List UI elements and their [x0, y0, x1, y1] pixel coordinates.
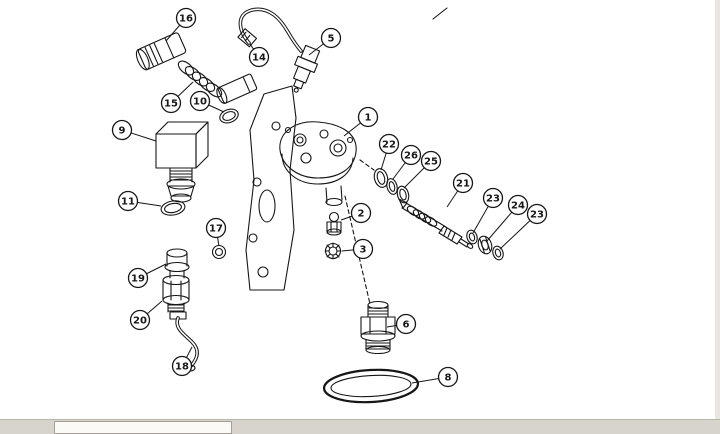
callout-22[interactable]: 22 — [378, 133, 400, 171]
parts-art — [135, 7, 504, 404]
washer-part-22 — [373, 168, 389, 188]
right-edge-strip — [715, 0, 720, 420]
callout-16[interactable]: 16 — [165, 7, 197, 42]
callout-11[interactable]: 11 — [117, 190, 162, 212]
svg-text:3: 3 — [360, 245, 367, 256]
corner-mark — [432, 7, 448, 20]
o-ring-part-26 — [386, 178, 398, 195]
sleeve-part-19 — [164, 248, 190, 279]
nut-part-24 — [477, 235, 493, 255]
svg-text:23: 23 — [486, 194, 500, 205]
callout-23[interactable]: 23 — [472, 187, 504, 234]
cable-part-14 — [237, 7, 303, 53]
svg-text:6: 6 — [403, 320, 410, 331]
svg-text:25: 25 — [424, 157, 438, 168]
callout-9[interactable]: 9 — [111, 119, 157, 142]
hex-fitting-part-20 — [162, 274, 190, 313]
svg-text:20: 20 — [133, 316, 147, 327]
callout-15[interactable]: 15 — [160, 81, 194, 114]
callout-18[interactable]: 18 — [171, 346, 193, 377]
svg-text:15: 15 — [164, 99, 178, 110]
o-ring-part-17 — [211, 244, 227, 260]
elbow-block-part-9 — [155, 121, 209, 203]
callout-14[interactable]: 14 — [248, 43, 270, 68]
svg-text:1: 1 — [365, 113, 372, 124]
callout-24[interactable]: 24 — [486, 194, 529, 242]
callout-6[interactable]: 6 — [386, 313, 417, 335]
ring-part-3 — [324, 242, 342, 260]
washer-part-23a — [466, 229, 478, 245]
svg-text:23: 23 — [530, 210, 544, 221]
svg-text:14: 14 — [252, 53, 266, 64]
svg-text:26: 26 — [404, 151, 418, 162]
washer-part-23b — [492, 245, 504, 261]
o-ring-part-8 — [322, 368, 420, 404]
sensor-part-5 — [292, 44, 321, 93]
svg-text:5: 5 — [328, 34, 335, 45]
svg-text:11: 11 — [121, 197, 135, 208]
svg-text:9: 9 — [119, 126, 126, 137]
o-ring-part-11 — [160, 200, 186, 216]
svg-text:22: 22 — [382, 140, 396, 151]
svg-text:16: 16 — [179, 14, 193, 25]
callout-8[interactable]: 8 — [411, 366, 459, 388]
callout-5[interactable]: 5 — [308, 27, 342, 56]
svg-text:19: 19 — [131, 274, 145, 285]
svg-text:18: 18 — [175, 362, 189, 373]
housing-part-1 — [245, 85, 375, 305]
valve-spool — [216, 73, 258, 105]
callout-26[interactable]: 26 — [392, 144, 422, 180]
hex-plug-part-6 — [360, 300, 396, 355]
callout-17[interactable]: 17 — [205, 217, 227, 247]
callout-2[interactable]: 2 — [340, 202, 372, 224]
svg-text:8: 8 — [445, 373, 452, 384]
callout-20[interactable]: 20 — [129, 300, 163, 331]
h-scrollbar[interactable] — [0, 419, 720, 434]
h-scrollbar-thumb[interactable] — [54, 421, 232, 434]
spring-part-15 — [177, 60, 223, 98]
callout-19[interactable]: 19 — [127, 263, 167, 289]
callout-21[interactable]: 21 — [446, 172, 474, 208]
svg-text:24: 24 — [511, 201, 525, 212]
cap-part-16 — [135, 32, 187, 71]
callout-25[interactable]: 25 — [403, 150, 442, 189]
svg-text:21: 21 — [456, 179, 470, 190]
callout-23[interactable]: 23 — [499, 203, 548, 250]
plug-part-2 — [326, 211, 342, 236]
valve-stem-part-21 — [398, 198, 474, 249]
svg-text:17: 17 — [209, 224, 223, 235]
o-ring-part-10 — [219, 108, 239, 124]
svg-text:2: 2 — [358, 209, 365, 220]
svg-text:10: 10 — [193, 97, 207, 108]
callout-1[interactable]: 1 — [343, 106, 379, 137]
callout-10[interactable]: 10 — [189, 90, 225, 113]
callout-3[interactable]: 3 — [341, 238, 374, 260]
